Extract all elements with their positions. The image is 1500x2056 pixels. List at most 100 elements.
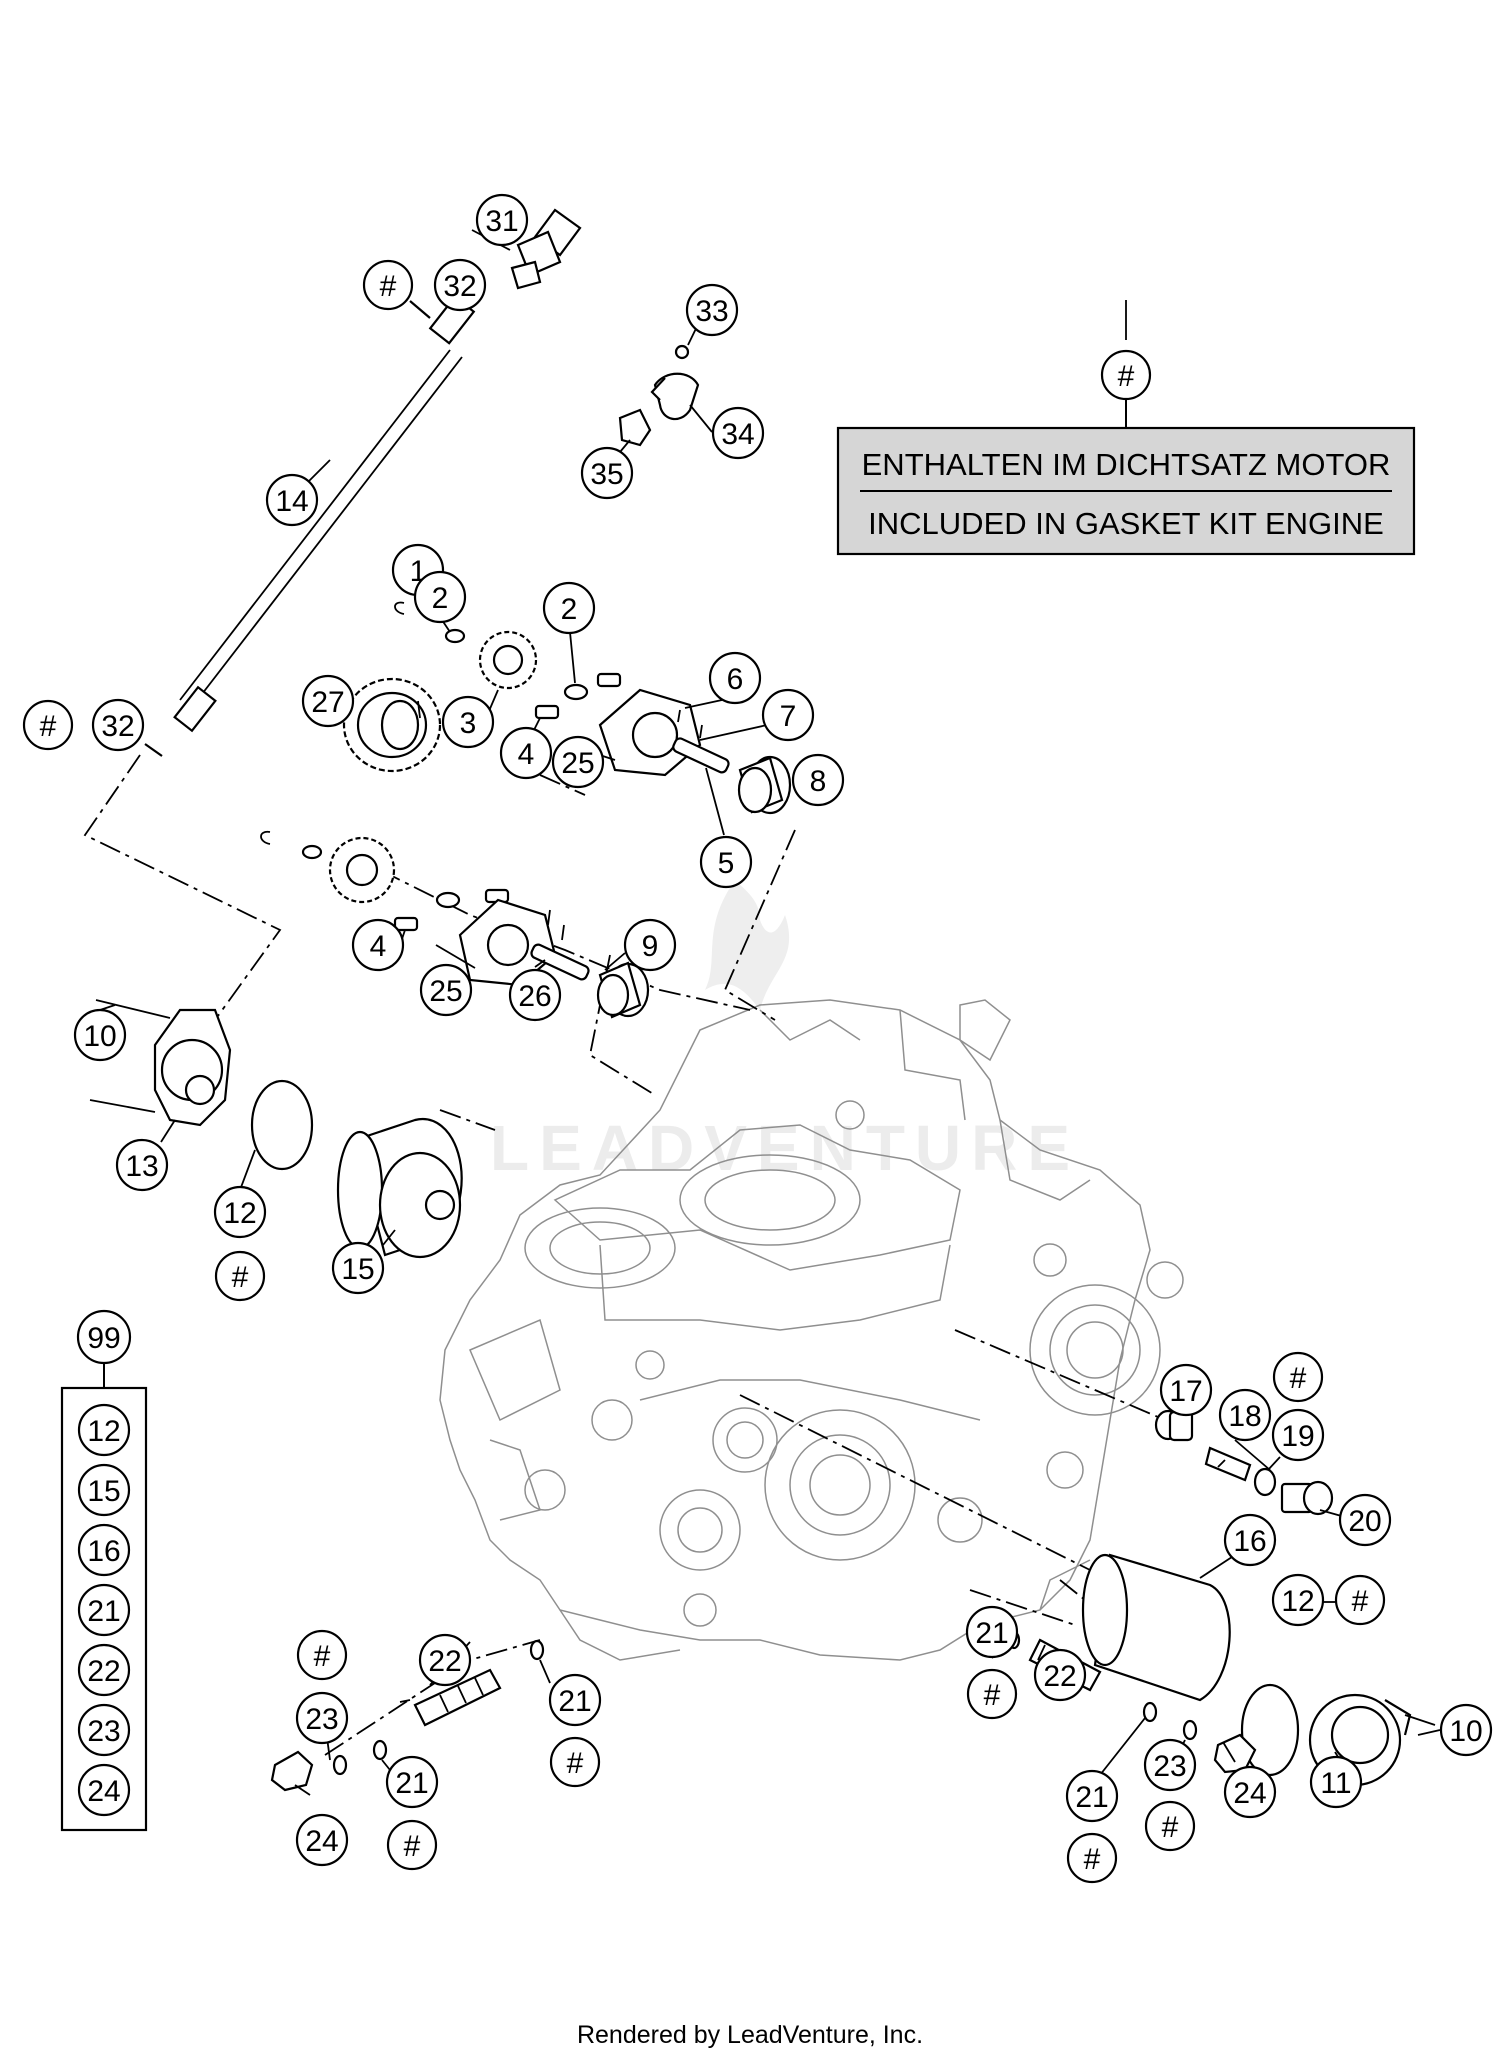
- part-18-spring: [1204, 1446, 1252, 1482]
- svg-text:#: #: [40, 710, 57, 743]
- kit-item: 16: [77, 1523, 131, 1577]
- part-15-oil-filter: [336, 1117, 463, 1259]
- svg-text:24: 24: [87, 1775, 120, 1808]
- svg-text:22: 22: [87, 1655, 120, 1688]
- callout-5: 5: [699, 835, 753, 889]
- svg-text:22: 22: [1043, 1660, 1076, 1693]
- callout-10-left: 10: [73, 1008, 127, 1062]
- part-12-o-ring-right: [1240, 1683, 1300, 1777]
- hash-23-left: #: [296, 1629, 348, 1681]
- svg-text:12: 12: [1281, 1585, 1314, 1618]
- svg-text:#: #: [1290, 1362, 1307, 1395]
- svg-text:#: #: [1162, 1811, 1179, 1844]
- svg-text:16: 16: [1233, 1525, 1266, 1558]
- part-10-screw-right: [1404, 1714, 1436, 1726]
- kit-item: 12: [77, 1403, 131, 1457]
- svg-text:21: 21: [975, 1617, 1008, 1650]
- svg-text:#: #: [567, 1747, 584, 1780]
- svg-text:#: #: [1352, 1585, 1369, 1618]
- part-10-screw-left-upper: [95, 999, 171, 1019]
- callout-2-left: 2: [413, 570, 467, 624]
- callout-32-lower: 32: [91, 698, 145, 752]
- svg-text:21: 21: [1075, 1781, 1108, 1814]
- part-5-shaft: [672, 737, 730, 774]
- svg-text:10: 10: [83, 1020, 116, 1053]
- upper-oil-pump-group: [394, 601, 792, 815]
- part-3-gear: [478, 630, 538, 690]
- part-21-seal-right-b: [1142, 1701, 1158, 1723]
- svg-text:21: 21: [395, 1767, 428, 1800]
- hash-12-left: #: [214, 1250, 266, 1302]
- svg-text:2: 2: [561, 593, 578, 626]
- svg-text:35: 35: [590, 458, 623, 491]
- callout-22-left: 22: [418, 1633, 472, 1687]
- watermark: LEADVENTURE: [490, 880, 1070, 1184]
- part-20-screw-plug: [1280, 1480, 1334, 1516]
- callout-34: 34: [711, 406, 765, 460]
- part-2-washer-upper-left: [444, 628, 466, 644]
- callout-2-right: 2: [542, 581, 596, 635]
- svg-text:#: #: [380, 270, 397, 303]
- part-17-piston: [1154, 1409, 1194, 1442]
- svg-text:19: 19: [1281, 1420, 1314, 1453]
- part-32-seal-ring-upper: [409, 300, 431, 319]
- part-16-oil-filter: [1081, 1553, 1231, 1702]
- lower-oil-pump-group: [260, 830, 650, 1019]
- callout-25-upper: 25: [551, 735, 605, 789]
- callout-21-right-lower: 21: [1065, 1769, 1119, 1823]
- footer-credit: Rendered by LeadVenture, Inc.: [577, 2021, 923, 2049]
- part-4-screw-a: [596, 672, 622, 688]
- part-4-screw-b: [534, 704, 560, 720]
- hash-23-right: #: [1144, 1800, 1196, 1852]
- svg-text:#: #: [404, 1830, 421, 1863]
- svg-text:33: 33: [695, 295, 728, 328]
- kit-item: 23: [77, 1703, 131, 1757]
- part-12-o-ring-left: [250, 1079, 314, 1171]
- svg-text:12: 12: [223, 1197, 256, 1230]
- part-4-screw-d: [393, 916, 419, 932]
- part-21-seal-left-b: [372, 1739, 388, 1761]
- svg-text:#: #: [984, 1679, 1001, 1712]
- callout-24-left: 24: [295, 1813, 349, 1867]
- part-9-rotor: [596, 961, 650, 1019]
- engine-crankcase: [439, 999, 1184, 1661]
- callout-32-upper: 32: [433, 258, 487, 312]
- callout-33: 33: [685, 283, 739, 337]
- svg-text:7: 7: [780, 700, 797, 733]
- svg-text:34: 34: [721, 418, 754, 451]
- part-32-seal-ring-lower: [144, 743, 163, 757]
- svg-text:#: #: [314, 1640, 331, 1673]
- svg-text:17: 17: [1169, 1375, 1202, 1408]
- callout-12-left: 12: [213, 1185, 267, 1239]
- svg-text:#: #: [232, 1261, 249, 1294]
- svg-text:23: 23: [305, 1703, 338, 1736]
- callout-16: 16: [1223, 1513, 1277, 1567]
- part-2-washer-upper-right: [563, 683, 589, 701]
- assembly-lines: [83, 754, 1166, 1756]
- callout-35: 35: [580, 446, 634, 500]
- svg-text:24: 24: [305, 1825, 338, 1858]
- callout-3: 3: [441, 695, 495, 749]
- callout-6: 6: [708, 651, 762, 705]
- callout-10-right: 10: [1439, 1703, 1493, 1757]
- legend-marker: #: [1118, 360, 1135, 393]
- callout-9: 9: [623, 918, 677, 972]
- callout-27: 27: [301, 674, 355, 728]
- svg-text:32: 32: [101, 710, 134, 743]
- part-35-nut: [618, 408, 652, 447]
- svg-text:6: 6: [727, 663, 744, 696]
- part-23-seal-left: [332, 1754, 348, 1776]
- svg-text:15: 15: [87, 1475, 120, 1508]
- kit-item: 15: [77, 1463, 131, 1517]
- legend-line-en: INCLUDED IN GASKET KIT ENGINE: [868, 506, 1384, 541]
- svg-text:26: 26: [518, 980, 551, 1013]
- part-14-oil-line: [173, 295, 476, 733]
- callout-26: 26: [508, 968, 562, 1022]
- svg-text:32: 32: [443, 270, 476, 303]
- hash-19: #: [1272, 1351, 1324, 1403]
- part-8-rotor: [737, 755, 792, 815]
- lower-pump-pins: [547, 909, 565, 941]
- part-23-seal-right: [1182, 1719, 1198, 1741]
- svg-text:14: 14: [275, 485, 308, 518]
